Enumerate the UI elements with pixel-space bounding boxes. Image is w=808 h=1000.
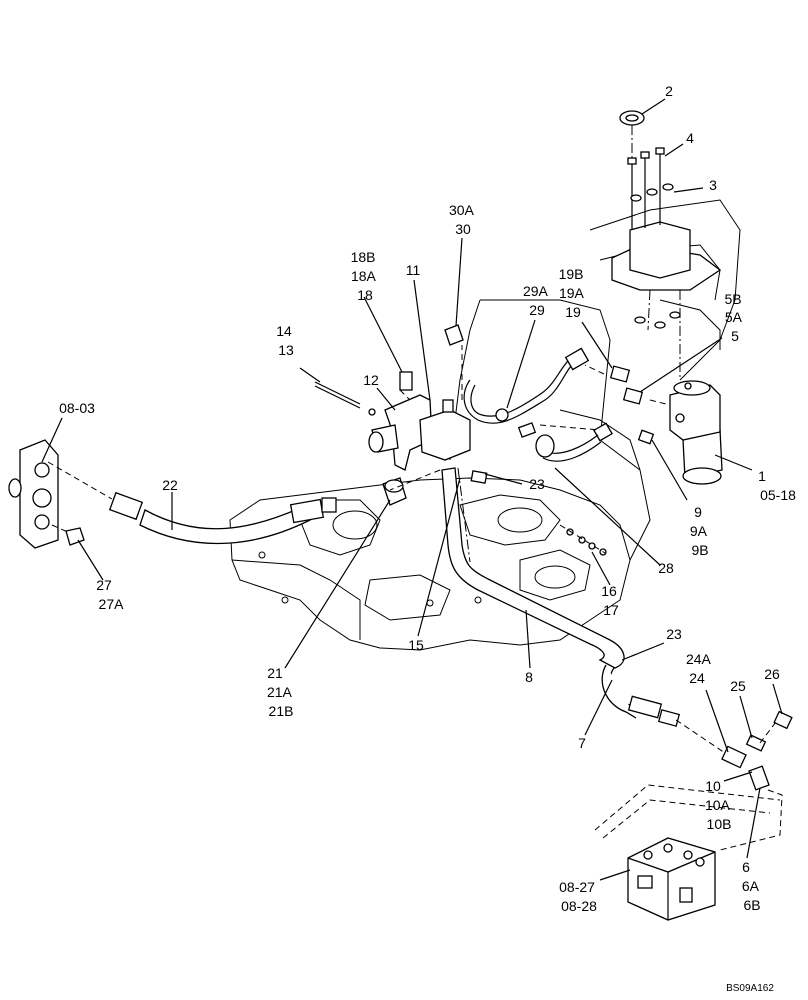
callout-22: 22 <box>162 477 178 493</box>
callout-6: 6 6A 6B <box>742 859 762 913</box>
steering-column <box>611 110 722 329</box>
steering-control-unit <box>669 380 723 485</box>
callout-10: 10 10A 10B <box>705 778 733 832</box>
callout-21: 21 21A 21B <box>267 665 295 719</box>
chassis-outline <box>229 199 741 651</box>
callout-26: 26 <box>764 666 780 682</box>
callout-1: 1 05-18 <box>758 468 796 503</box>
callout-9: 9 9A 9B <box>690 504 710 558</box>
callout-11: 11 <box>406 262 421 278</box>
hose-22 <box>108 477 407 545</box>
callout-15: 15 <box>408 637 424 653</box>
callout-30: 30A 30 <box>449 202 477 237</box>
connection-lines <box>47 125 783 851</box>
callout-2: 2 <box>665 83 673 99</box>
callout-24: 24A 24 <box>686 651 714 686</box>
callout-19: 19B 19A 19 <box>559 266 588 320</box>
washers-16-17 <box>566 528 607 556</box>
hose-8 <box>441 467 681 727</box>
callout-23-lower: 23 <box>666 626 682 642</box>
callout-4: 4 <box>686 130 694 146</box>
callout-7: 7 <box>578 735 586 751</box>
callout-12: 12 <box>363 372 379 388</box>
callout-23-upper: 23 <box>529 476 545 492</box>
callout-14: 14 13 <box>276 323 295 358</box>
fittings-19 <box>535 365 655 462</box>
callout-08-27: 08-27 08-28 <box>559 879 599 914</box>
callout-8: 8 <box>525 669 533 685</box>
callout-28: 28 <box>658 560 674 576</box>
control-valve <box>627 837 716 921</box>
leader-lines <box>41 98 783 881</box>
drawing-reference: BS09A162 <box>726 983 774 994</box>
hose-30 <box>444 324 590 438</box>
callout-18: 18B 18A 18 <box>351 249 380 303</box>
valve-bracket <box>314 371 471 471</box>
callout-25: 25 <box>730 678 746 694</box>
callout-08-03: 08-03 <box>59 400 95 416</box>
callout-27: 27 27A <box>96 577 124 612</box>
callout-29: 29A 29 <box>523 283 551 318</box>
callout-16: 16 17 <box>601 583 620 618</box>
callout-5: 5B 5A 5 <box>724 291 745 344</box>
callout-labels: 2 4 3 30A 30 18B 18A 18 11 29A 29 19B 19… <box>59 83 796 914</box>
callout-3: 3 <box>709 177 717 193</box>
manifold-08-03 <box>8 439 85 549</box>
